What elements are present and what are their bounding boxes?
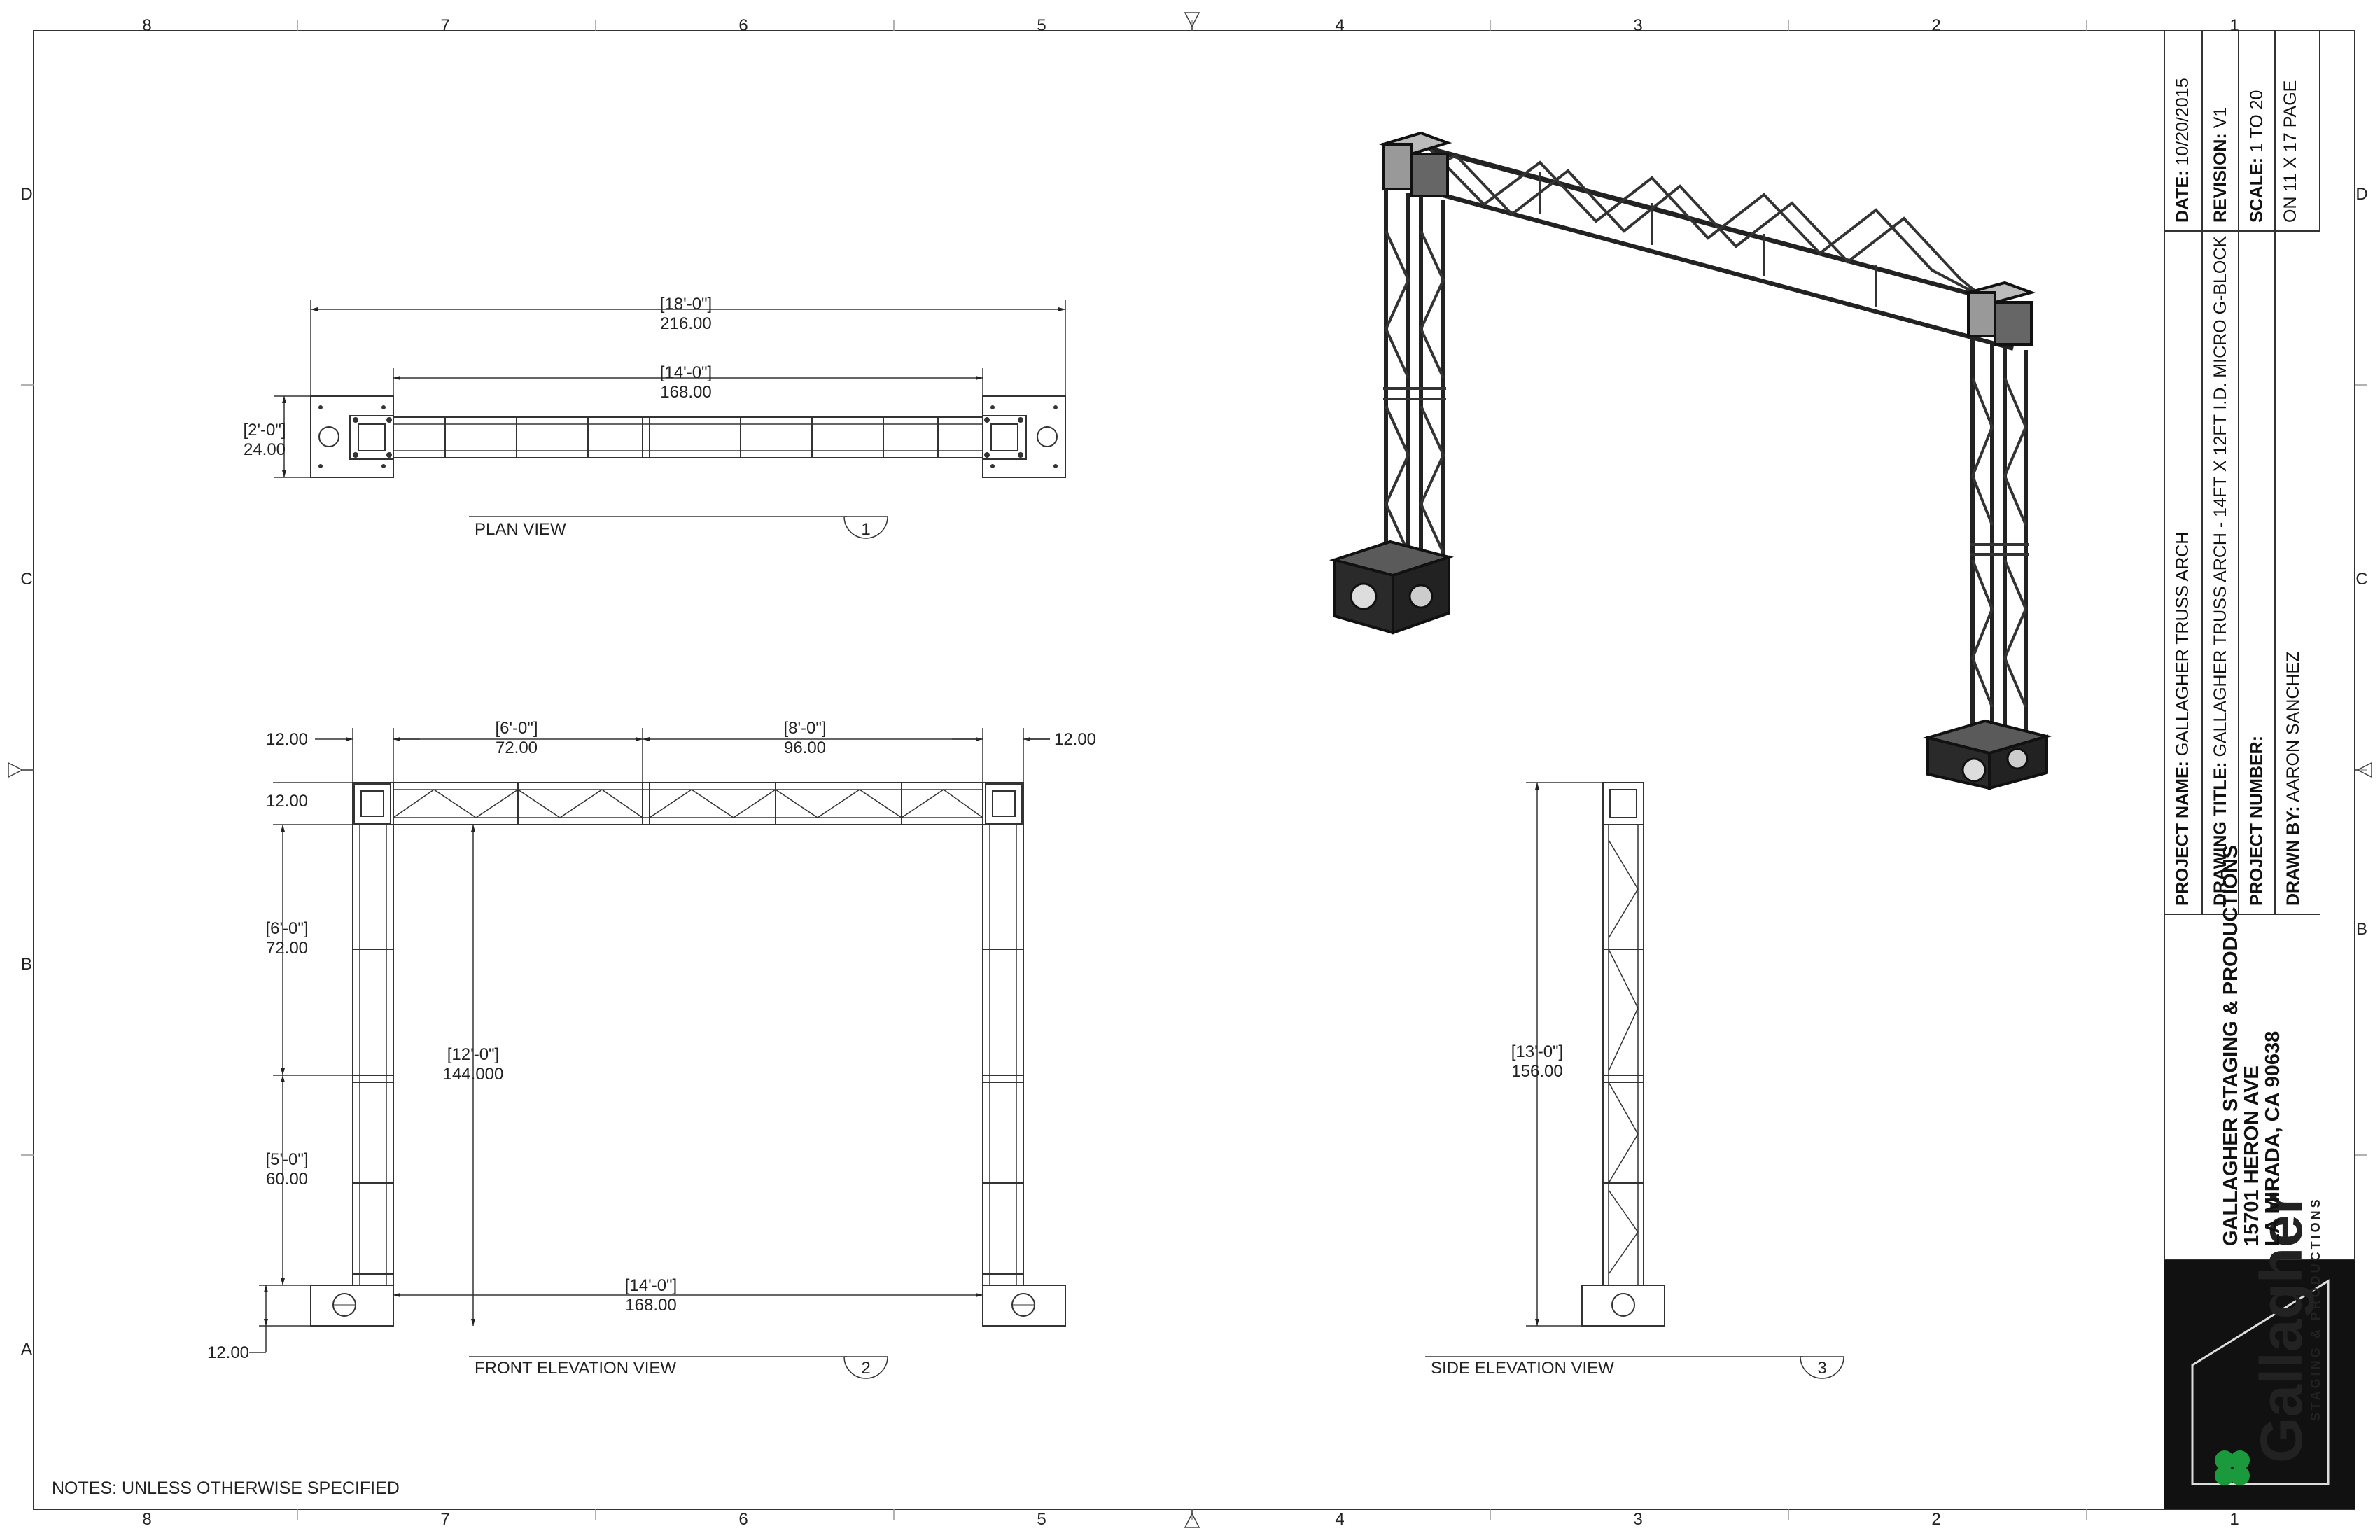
front-right-top-dimension: 12.00 [1054, 730, 1096, 749]
front-view-label-line [469, 1356, 888, 1379]
front-lower-leg-ft: [5'-0"] [265, 1150, 308, 1169]
front-span-a-ft: [6'-0"] [495, 719, 538, 738]
company-name: GALLAGHER STAGING & PRODUCTIONS [2220, 844, 2242, 1246]
plan-view-drawing [310, 396, 1066, 478]
side-view-label-line [1425, 1356, 1844, 1379]
plan-inner-dimension-in: 168.00 [660, 383, 711, 402]
plan-view-dimensions [274, 300, 1066, 478]
plan-depth-dimension-ft: [2'-0"] [243, 421, 286, 440]
notes-text: NOTES: UNLESS OTHERWISE SPECIFIED [52, 1478, 400, 1498]
project-name-label: PROJECT NAME: [2173, 761, 2192, 906]
zone-row-c-right: C [2356, 570, 2367, 589]
zone-row-c-left: C [20, 570, 32, 589]
plan-inner-dimension-ft: [14'-0"] [660, 363, 712, 382]
company-street: 15701 HERON AVE [2241, 1065, 2263, 1246]
zone-col-3-top: 3 [1633, 16, 1642, 35]
zone-row-b-right: B [2356, 920, 2367, 939]
scale-value: 1 TO 20 [2247, 90, 2267, 153]
plan-view-number: 1 [861, 520, 870, 539]
company-logo: Gallagher STAGING & PRODUCTIONS [2164, 1192, 2355, 1509]
zone-col-1-bottom: 1 [2230, 1510, 2239, 1529]
drawing-title-field: DRAWING TITLE: GALLAGHER TRUSS ARCH - 14… [2211, 236, 2231, 906]
front-elevation-view-number: 2 [861, 1359, 870, 1378]
front-elevation-drawing [310, 782, 1066, 1326]
page-size-field: ON 11 X 17 PAGE [2281, 80, 2300, 223]
plan-depth-dimension-in: 24.00 [244, 440, 286, 459]
project-name-field: PROJECT NAME: GALLAGHER TRUSS ARCH [2173, 532, 2193, 906]
zone-col-5-top: 5 [1037, 16, 1046, 35]
zone-row-d-right: D [2356, 185, 2367, 204]
logo-text: Gallagher [2248, 1192, 2314, 1463]
drawing-frame [8, 12, 2372, 1528]
front-elevation-view-label: FRONT ELEVATION VIEW [475, 1359, 676, 1378]
side-elevation-dimensions [1526, 782, 1603, 1326]
zone-col-1-top: 1 [2230, 16, 2239, 35]
zone-col-4-top: 4 [1335, 16, 1344, 35]
side-elevation-view-number: 3 [1817, 1359, 1826, 1378]
zone-col-8-top: 8 [142, 16, 151, 35]
zone-col-2-top: 2 [1931, 16, 1940, 35]
zone-col-5-bottom: 5 [1037, 1510, 1046, 1529]
zone-col-7-bottom: 7 [440, 1510, 449, 1529]
plan-overall-dimension-in: 216.00 [660, 314, 711, 333]
side-height-ft: [13'-0"] [1511, 1042, 1563, 1061]
drawing-title-value: GALLAGHER TRUSS ARCH - 14FT X 12FT I.D. … [2211, 235, 2230, 757]
zone-col-3-bottom: 3 [1633, 1510, 1642, 1529]
logo-subtext: STAGING & PRODUCTIONS [2309, 1196, 2323, 1421]
date-field: DATE: 10/20/2015 [2173, 78, 2193, 223]
front-upper-leg-in: 72.00 [266, 939, 308, 958]
scale-label: SCALE: [2247, 157, 2267, 223]
zone-row-b-left: B [21, 955, 32, 974]
zone-col-4-bottom: 4 [1335, 1510, 1344, 1529]
plan-view-label: PLAN VIEW [475, 520, 566, 539]
plan-view-label-line [469, 516, 888, 539]
front-span-b-in: 96.00 [784, 738, 826, 757]
date-label: DATE: [2173, 170, 2192, 223]
project-name-value: GALLAGHER TRUSS ARCH [2173, 531, 2192, 757]
zone-col-2-bottom: 2 [1931, 1510, 1940, 1529]
plan-overall-dimension-ft: [18'-0"] [660, 295, 712, 314]
side-elevation-view-label: SIDE ELEVATION VIEW [1431, 1359, 1614, 1378]
zone-col-7-top: 7 [440, 16, 449, 35]
front-clear-height-ft: [12'-0"] [447, 1045, 499, 1064]
front-bottom-span-ft: [14'-0"] [625, 1276, 677, 1295]
front-elevation-dimensions [259, 728, 1050, 1326]
drawn-by-field: DRAWN BY: AARON SANCHEZ [2283, 652, 2304, 906]
front-top-height-dimension: 12.00 [266, 792, 308, 811]
front-span-b-ft: [8'-0"] [783, 719, 826, 738]
isometric-truss-render [1329, 131, 2052, 790]
drawn-by-value: AARON SANCHEZ [2283, 651, 2303, 802]
revision-value: V1 [2211, 106, 2230, 129]
front-base-leader [249, 1326, 267, 1353]
scale-field: SCALE: 1 TO 20 [2247, 90, 2267, 223]
zone-col-6-bottom: 6 [738, 1510, 748, 1529]
front-span-a-in: 72.00 [496, 738, 538, 757]
revision-label: REVISION: [2211, 133, 2230, 223]
front-upper-leg-ft: [6'-0"] [265, 919, 308, 938]
front-left-top-dimension: 12.00 [266, 730, 308, 749]
front-lower-leg-in: 60.00 [266, 1170, 308, 1189]
front-clear-height-in: 144.000 [443, 1065, 504, 1084]
revision-field: REVISION: V1 [2211, 107, 2231, 223]
date-value: 10/20/2015 [2173, 78, 2192, 166]
company-city: LA MIRADA, CA 90638 [2262, 1030, 2284, 1246]
zone-row-d-left: D [20, 185, 32, 204]
front-base-dimension: 12.00 [207, 1343, 249, 1362]
side-elevation-drawing [1581, 782, 1665, 1326]
zone-col-8-bottom: 8 [142, 1510, 151, 1529]
front-bottom-span-in: 168.00 [625, 1296, 676, 1315]
company-address: GALLAGHER STAGING & PRODUCTIONS 15701 HE… [2220, 844, 2284, 1246]
drawn-by-label: DRAWN BY: [2283, 806, 2303, 906]
zone-row-a-left: A [21, 1340, 32, 1359]
side-height-in: 156.00 [1511, 1062, 1562, 1081]
zone-col-6-top: 6 [738, 16, 748, 35]
